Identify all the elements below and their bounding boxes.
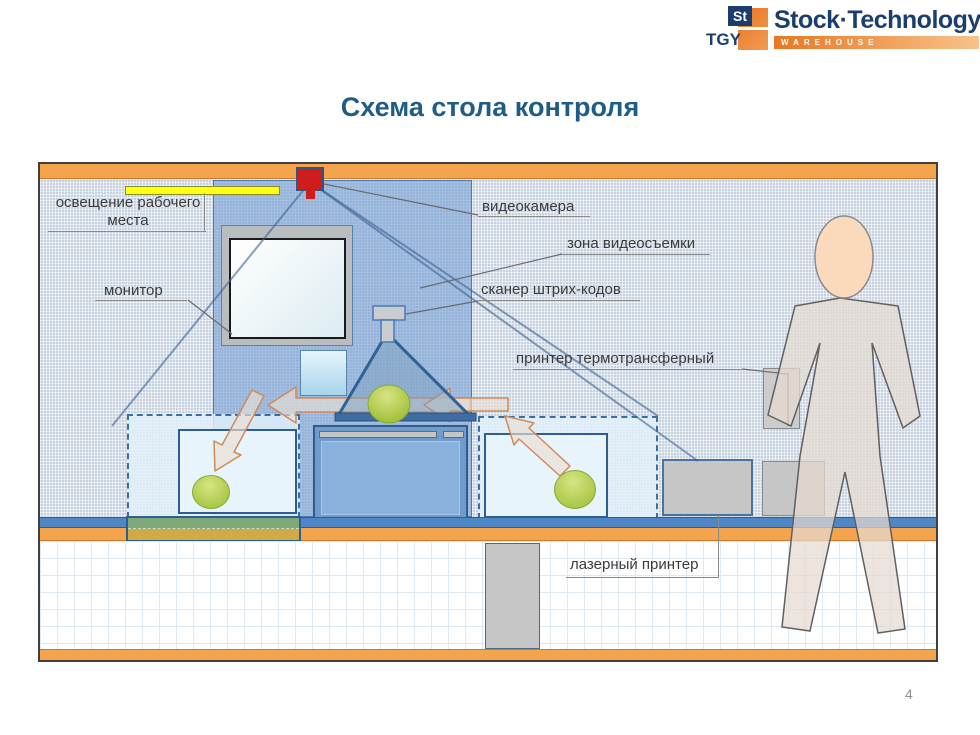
label-zone-underline [562,254,710,255]
page-number: 4 [905,686,913,702]
floor-edge [40,649,936,660]
video-camera-shape [296,167,324,199]
undertable-unit [485,543,540,649]
label-lighting: освещение рабочего места [55,194,201,229]
person-figure [767,215,921,634]
brand-tagline: WAREHOUSE [774,36,979,49]
scale-base-green [128,518,299,529]
label-laser-printer: лазерный принтер [570,556,699,573]
scale-display [300,350,347,396]
logo-box-icon: St TGY [706,6,770,54]
label-monitor: монитор [104,282,163,299]
company-logo: St TGY Stock·Technology WAREHOUSE [700,2,980,56]
scale-base-olive [128,529,299,540]
label-scanner: сканер штрих-кодов [481,281,621,298]
label-camera: видеокамера [482,198,575,215]
laser-printer-box [662,459,753,516]
label-lighting-underline [48,231,206,232]
brand-name: Stock·Technology [774,6,980,34]
monitor [221,225,353,346]
barcode-scanner-shape [334,305,477,424]
logo-text: Stock·Technology WAREHOUSE [774,6,980,49]
table-edge-blue [40,517,936,528]
diagram-overlay [111,167,921,634]
table-cabinet [313,425,468,521]
page-title: Схема стола контроля [340,92,640,122]
label-camera-underline [478,216,590,217]
logo-box-gap [738,27,768,30]
ceiling-bar [40,164,936,179]
label-zone: зона видеосъемки [567,235,696,252]
right-item [554,470,596,509]
label-laser-underline [566,577,719,578]
worklight-lamp [125,186,280,195]
logo-tgy-text: TGY [706,30,741,49]
scale-base [126,516,301,542]
monitor-screen [229,238,346,339]
label-thermal-printer: принтер термотрансферный [516,350,715,367]
control-table-diagram: освещение рабочего места видеокамера зон… [38,162,938,662]
label-thermal-underline [513,369,742,370]
logo-st-text: St [728,6,752,26]
fov-lines [111,181,699,462]
cabinet-panel [321,441,460,515]
label-monitor-underline [95,300,187,301]
cabinet-button [443,431,464,438]
cabinet-slot [319,431,437,438]
label-lighting-connector [204,193,205,231]
left-item [192,475,230,509]
label-laser-connector [718,515,719,577]
label-scanner-underline [478,300,640,301]
